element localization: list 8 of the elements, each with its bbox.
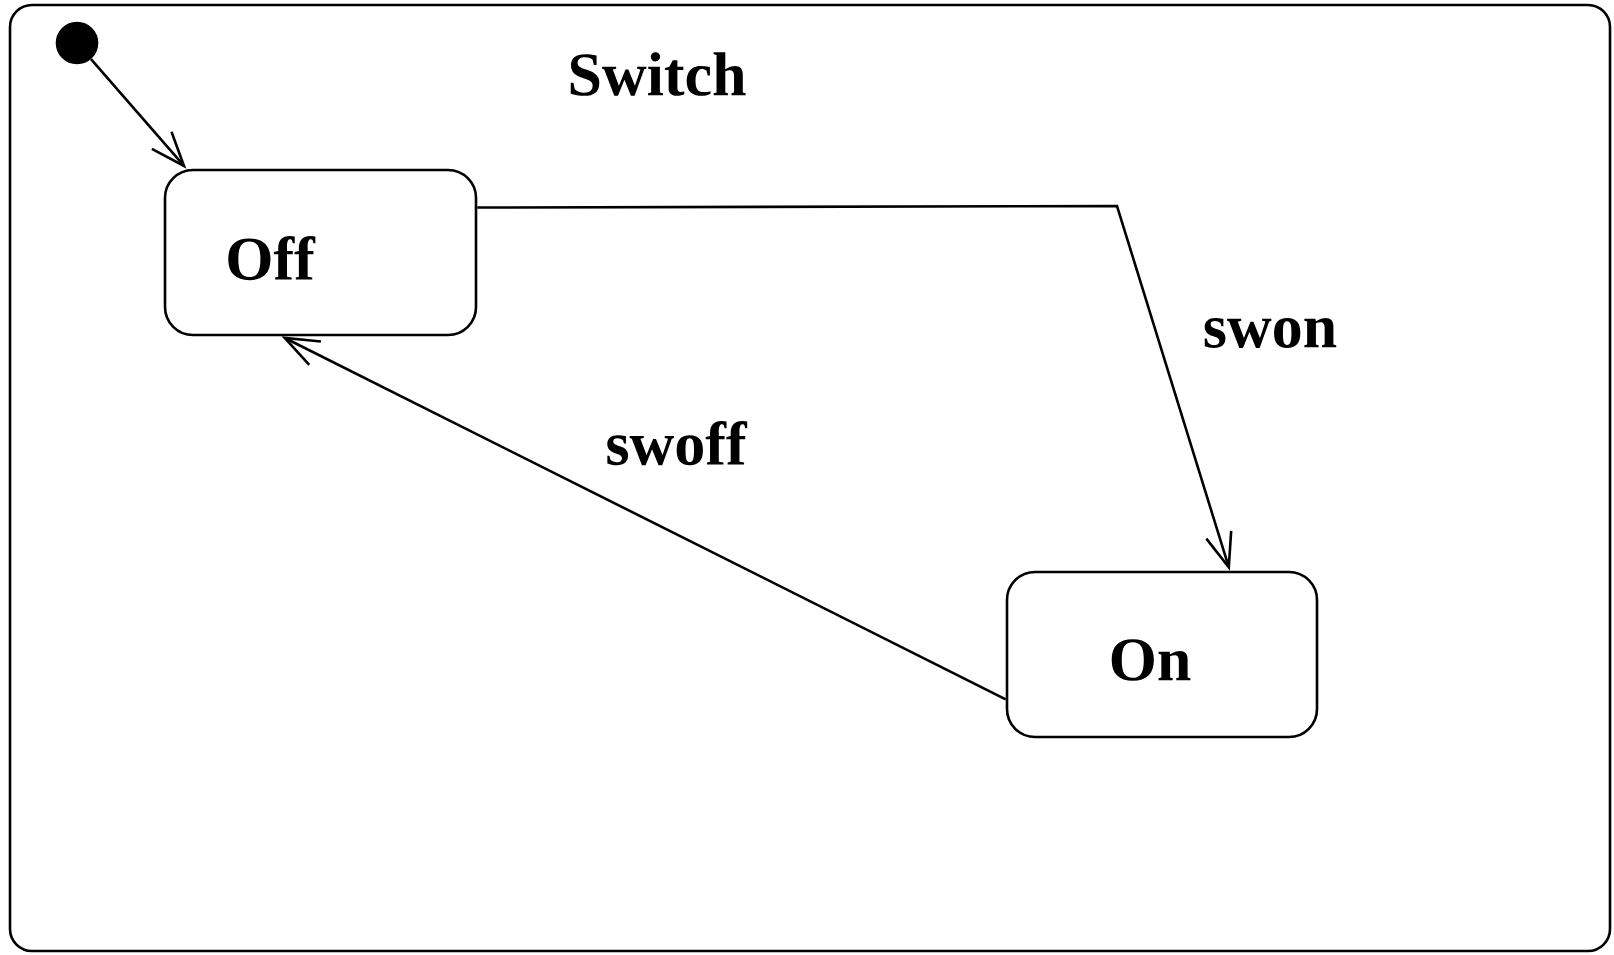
arrow bbox=[90, 58, 187, 169]
edge-label: swon bbox=[1200, 316, 1340, 350]
state-box: Off bbox=[163, 168, 478, 337]
edge-label: swoff bbox=[603, 418, 749, 468]
arrow bbox=[477, 204, 1233, 571]
arrow bbox=[281, 336, 1007, 701]
state-box: On bbox=[1005, 570, 1319, 739]
initial-dot bbox=[55, 21, 99, 65]
